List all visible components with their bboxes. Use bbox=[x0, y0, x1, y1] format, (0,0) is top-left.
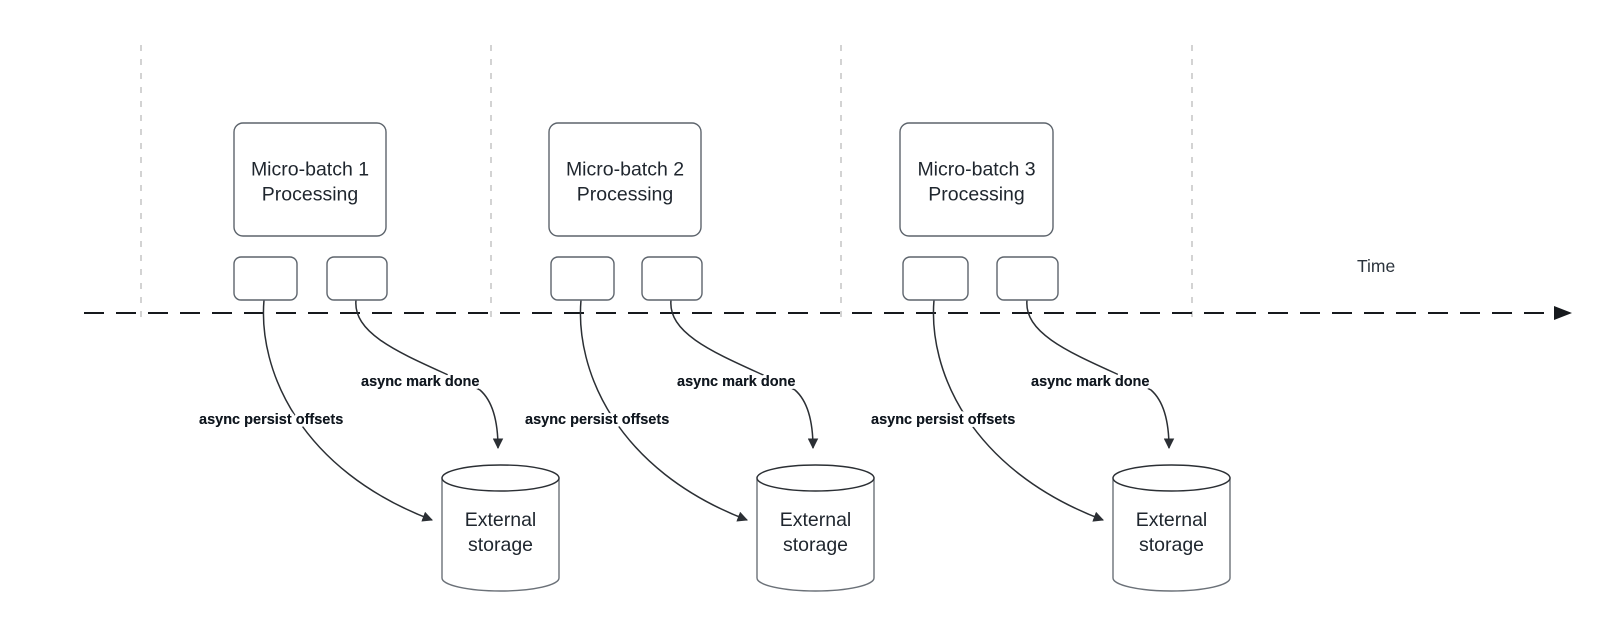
micro-batch-1-storage-body[interactable] bbox=[441, 477, 560, 592]
micro-batch-1-storage-top bbox=[441, 464, 560, 492]
micro-batch-1-storage-label-line2: storage bbox=[468, 534, 533, 556]
micro-batch-2-offsets-task[interactable] bbox=[550, 256, 615, 301]
edges bbox=[262, 299, 1175, 522]
micro-batch-3-storage-body[interactable] bbox=[1112, 477, 1231, 592]
micro-batch-3-process-label-line1: Micro-batch 3 bbox=[917, 159, 1035, 181]
micro-batch-3-async-persist-offsets-label-halo: async persist offsets bbox=[871, 412, 1015, 428]
micro-batch-3-mark-done-task[interactable] bbox=[996, 256, 1059, 301]
micro-batch-2-storage-label-line2: storage bbox=[783, 534, 848, 556]
micro-batch-3-async-mark-done-arrow bbox=[1026, 299, 1175, 450]
micro-batch-3-offsets-task[interactable] bbox=[902, 256, 969, 301]
micro-batch-3-storage-label-line1: External bbox=[1136, 509, 1208, 531]
micro-batch-2-storage-top bbox=[756, 464, 875, 492]
micro-batch-2-async-persist-offsets-label: async persist offsets bbox=[525, 412, 669, 428]
micro-batch-2-process-box[interactable] bbox=[548, 122, 702, 237]
micro-batch-1-async-mark-done-label-halo: async mark done bbox=[361, 374, 479, 390]
micro-batch-1-storage-label-line1: External bbox=[465, 509, 537, 531]
micro-batch-2-async-persist-offsets-label-halo: async persist offsets bbox=[525, 412, 669, 428]
micro-batch-3-process-label-line2: Processing bbox=[928, 184, 1024, 206]
micro-batch-2-async-persist-offsets-arrow bbox=[579, 299, 748, 522]
micro-batch-3-async-mark-done-label-halo: async mark done bbox=[1031, 374, 1149, 390]
micro-batch-3-async-persist-offsets-label: async persist offsets bbox=[871, 412, 1015, 428]
time-axis-arrowhead bbox=[1554, 306, 1572, 320]
micro-batch-1-async-persist-offsets-label: async persist offsets bbox=[199, 412, 343, 428]
micro-batch-1-mark-done-task[interactable] bbox=[326, 256, 388, 301]
micro-batch-1-async-mark-done-arrow bbox=[355, 299, 504, 450]
micro-batch-1-process-label-line2: Processing bbox=[262, 184, 358, 206]
micro-batch-1-async-mark-done-label: async mark done bbox=[361, 374, 479, 390]
guide-lines bbox=[140, 45, 1193, 325]
micro-batch-2-async-mark-done-label-halo: async mark done bbox=[677, 374, 795, 390]
micro-batch-1-process-box[interactable] bbox=[233, 122, 387, 237]
micro-batch-2-mark-done-task[interactable] bbox=[641, 256, 703, 301]
edge-labels: async persist offsets async persist offse… bbox=[196, 371, 1152, 431]
micro-batch-2-process-label-line1: Micro-batch 2 bbox=[566, 159, 684, 181]
micro-batch-3-storage-label-line2: storage bbox=[1139, 534, 1204, 556]
time-axis: Time bbox=[84, 256, 1572, 320]
micro-batch-2-storage-label-line1: External bbox=[780, 509, 852, 531]
micro-batch-2-storage-body[interactable] bbox=[756, 477, 875, 592]
micro-batch-1-async-persist-offsets-label-halo: async persist offsets bbox=[199, 412, 343, 428]
micro-batch-3-async-persist-offsets-arrow bbox=[932, 299, 1104, 522]
micro-batch-3-storage-top bbox=[1112, 464, 1231, 492]
micro-batch-1-offsets-task[interactable] bbox=[233, 256, 298, 301]
micro-batch-3-process-box[interactable] bbox=[899, 122, 1054, 237]
micro-batch-2-process-label-line2: Processing bbox=[577, 184, 673, 206]
micro-batch-2-async-mark-done-label: async mark done bbox=[677, 374, 795, 390]
micro-batch-1-async-persist-offsets-arrow bbox=[262, 299, 433, 522]
time-axis-label: Time bbox=[1357, 256, 1395, 276]
micro-batch-2-async-mark-done-arrow bbox=[670, 299, 819, 450]
micro-batch-3-async-mark-done-label: async mark done bbox=[1031, 374, 1149, 390]
micro-batch-1-process-label-line1: Micro-batch 1 bbox=[251, 159, 369, 181]
